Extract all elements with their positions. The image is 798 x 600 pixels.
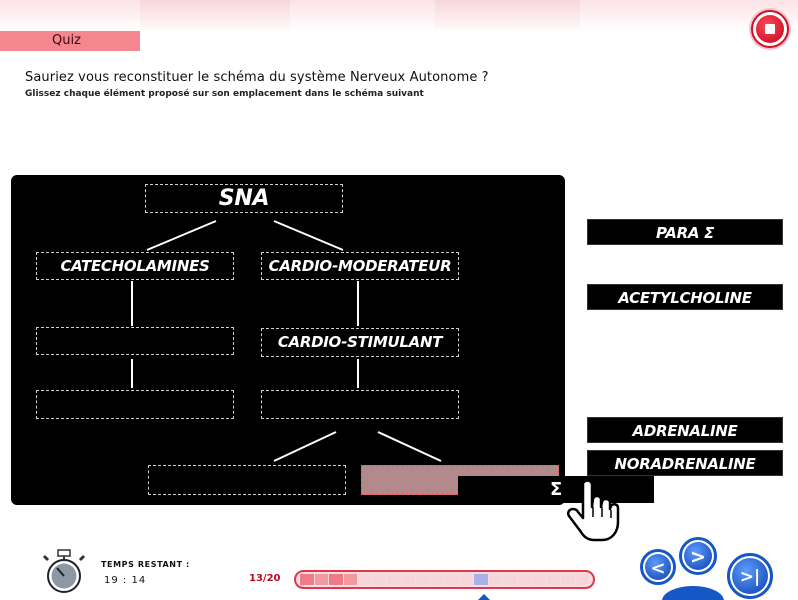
progress-bar (294, 570, 595, 589)
progress-segment (430, 574, 444, 585)
hand-cursor-icon (566, 479, 620, 542)
diagram-connectors (131, 220, 442, 462)
progress-segment (503, 574, 517, 585)
progress-segment (387, 574, 401, 585)
slot-leaf-left[interactable] (148, 465, 346, 495)
stop-button[interactable] (751, 10, 789, 48)
progress-segment (532, 574, 546, 585)
top-decorative-band (0, 0, 798, 30)
prev-arrow-icon: < (645, 554, 671, 580)
progress-segment (314, 574, 328, 585)
stopwatch-icon (42, 549, 86, 593)
question-title: Sauriez vous reconstituer le schéma du s… (25, 70, 489, 85)
time-remaining-label: TEMPS RESTANT : (101, 560, 190, 569)
progress-segment (459, 574, 473, 585)
slot-right-mid[interactable]: CARDIO-STIMULANT (261, 328, 459, 357)
progress-segment (372, 574, 386, 585)
progress-segment (517, 574, 531, 585)
dragging-choice[interactable]: Σ (458, 476, 654, 503)
next-arrow-icon: > (684, 542, 712, 570)
last-button[interactable]: >| (727, 553, 773, 599)
progress-segment (561, 574, 575, 585)
diagram-board: SNA CATECHOLAMINES CARDIO-MODERATEUR CAR… (11, 175, 565, 505)
progress-segment (416, 574, 430, 585)
last-arrow-icon: >| (732, 558, 768, 594)
choice-para[interactable]: PARA Σ (587, 219, 783, 245)
slot-root[interactable]: SNA (145, 184, 343, 213)
slot-left-mid[interactable] (36, 327, 234, 355)
nav-hub (662, 586, 724, 600)
progress-segment (358, 574, 372, 585)
prev-button[interactable]: < (640, 549, 676, 585)
slot-left-bottom[interactable] (36, 390, 234, 419)
progress-segment (343, 574, 357, 585)
slot-right-bottom[interactable] (261, 390, 459, 419)
progress-segment (488, 574, 502, 585)
choice-noradrenaline[interactable]: NORADRENALINE (587, 450, 783, 476)
progress-count: 13/20 (249, 573, 281, 584)
progress-marker (478, 594, 490, 600)
progress-segment (300, 574, 314, 585)
progress-segment (445, 574, 459, 585)
quiz-tab[interactable]: Quiz (0, 31, 140, 51)
next-button[interactable]: > (679, 537, 717, 575)
slot-right-branch[interactable]: CARDIO-MODERATEUR (261, 252, 459, 280)
progress-segment (329, 574, 343, 585)
time-remaining-value: 19 : 14 (104, 575, 147, 586)
progress-segment (575, 574, 589, 585)
slot-left-branch[interactable]: CATECHOLAMINES (36, 252, 234, 280)
question-instruction: Glissez chaque élément proposé sur son e… (25, 89, 424, 99)
progress-segment (474, 574, 488, 585)
progress-segment (546, 574, 560, 585)
choice-adrenaline[interactable]: ADRENALINE (587, 417, 783, 443)
progress-segment (401, 574, 415, 585)
stop-icon (756, 15, 784, 43)
choice-acetylcholine[interactable]: ACETYLCHOLINE (587, 284, 783, 310)
